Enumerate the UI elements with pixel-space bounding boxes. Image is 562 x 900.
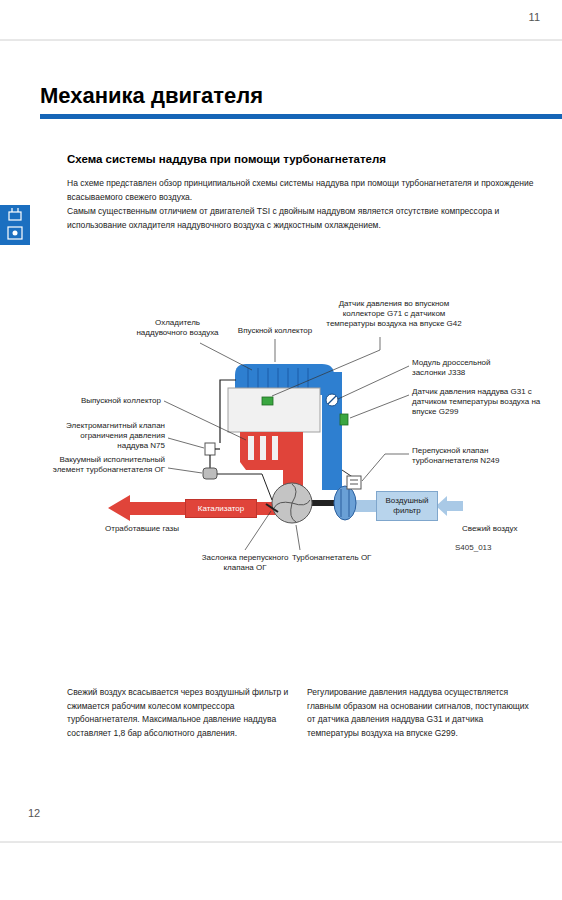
page-rules xyxy=(0,40,562,842)
text-label: Схема системы наддува при помощи турбона… xyxy=(67,152,542,167)
icon-part xyxy=(17,208,18,212)
text-label: Заслонка перепускного клапана ОГ xyxy=(200,553,290,573)
component-box: Воздушный фильтр xyxy=(376,491,438,521)
leader-line xyxy=(164,401,246,440)
box-text: Воздушный фильтр xyxy=(380,496,434,516)
compressor-blade xyxy=(341,489,342,517)
text-label: Датчик давления во впускном коллекторе G… xyxy=(318,299,470,329)
exhaust-arrow-head xyxy=(108,495,130,521)
text-label: Турбонагнетатель ОГ xyxy=(292,553,402,563)
turbine-blades xyxy=(274,484,310,522)
box-text: Катализатор xyxy=(198,504,245,514)
text-label: 11 xyxy=(490,10,540,24)
text-label: Датчик давления наддува G31 с датчиком т… xyxy=(412,387,547,417)
text-label: На схеме представлен обзор принципиально… xyxy=(67,177,539,204)
leader-line xyxy=(275,339,276,362)
exhaust-ports xyxy=(248,436,278,460)
text-label: Выпускной коллектор xyxy=(55,396,161,406)
text-label: Электромагнитный клапан ограничения давл… xyxy=(55,421,165,451)
exhaust-port xyxy=(272,436,278,460)
text-label: Перепускной клапан турбонагнетателя N249 xyxy=(412,446,527,466)
component-box: Катализатор xyxy=(185,499,257,518)
leader-lines xyxy=(164,337,409,550)
icon-part xyxy=(8,227,22,239)
bottom-rule xyxy=(0,842,562,843)
leader-line xyxy=(168,468,202,473)
blade xyxy=(274,502,292,508)
throttle-body xyxy=(326,394,338,406)
vacuum-hose xyxy=(220,380,236,443)
exhaust-port xyxy=(248,436,254,460)
text-label: 12 xyxy=(28,806,68,820)
text-label: Вакуумный исполнительный элемент турбона… xyxy=(50,455,165,475)
throttle-flap xyxy=(328,396,336,404)
sensor-g31 xyxy=(340,414,348,425)
blade xyxy=(291,503,296,522)
sensor-g71 xyxy=(262,397,273,405)
valve-n75 xyxy=(205,443,215,455)
figure-code: S405_013 xyxy=(455,543,525,553)
blade xyxy=(292,484,296,503)
blade xyxy=(292,500,310,505)
leader-line xyxy=(338,366,409,399)
icon-part xyxy=(11,208,12,212)
air-arrow xyxy=(445,501,463,511)
text-label: Модуль дроссельной заслонки J338 xyxy=(412,358,512,378)
text-label: Самым существенным отличием от двигателе… xyxy=(67,205,539,232)
leader-line xyxy=(350,395,409,418)
icon-part xyxy=(9,212,21,220)
compressor-wheel xyxy=(334,486,356,520)
title-bar xyxy=(40,114,562,119)
wastegate-flap xyxy=(266,504,278,512)
valve-detail xyxy=(350,480,358,481)
icon-part xyxy=(13,231,18,236)
text-label: Свежий воздух всасывается через воздушны… xyxy=(67,686,295,740)
leader-line xyxy=(362,454,409,481)
valve-n249 xyxy=(347,476,361,489)
compressor-blade xyxy=(349,489,350,517)
page-title: Механика двигателя xyxy=(40,82,520,110)
actuator-rod xyxy=(217,474,272,500)
air-pipe xyxy=(355,500,377,512)
side-icon xyxy=(0,205,30,245)
text-label: Свежий воздух xyxy=(462,524,522,534)
turbine-wheel xyxy=(272,483,312,523)
exhaust-manifold xyxy=(240,432,303,488)
top-rule xyxy=(0,40,562,41)
text-label: Охладитель наддувочного воздуха xyxy=(130,318,225,338)
text-label: Впускной коллектор xyxy=(228,326,322,336)
text-label: Отработавшие газы xyxy=(105,524,180,534)
leader-line xyxy=(200,343,252,370)
vacuum-hose xyxy=(215,448,220,449)
leader-line xyxy=(168,438,204,448)
exhaust-pipe xyxy=(128,502,186,515)
side-tab xyxy=(0,205,30,245)
valve-detail xyxy=(350,484,358,485)
cylinder-block xyxy=(228,388,320,432)
leader-line xyxy=(296,525,300,550)
vacuum-hose xyxy=(209,455,210,468)
wastegate-actuator xyxy=(203,468,217,479)
exhaust-port xyxy=(260,436,266,460)
text-label: Регулирование давления наддува осуществл… xyxy=(307,686,535,740)
